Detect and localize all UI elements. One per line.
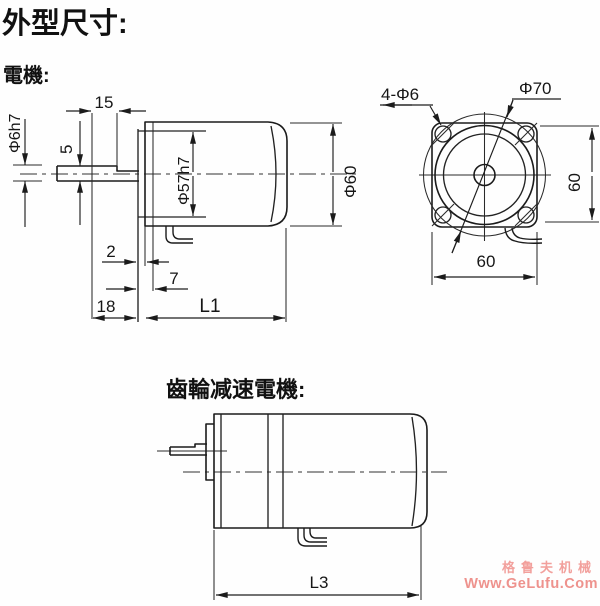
mounting-flange-outline: [431, 122, 538, 228]
body-circle: [434, 124, 535, 226]
mounting-holes: [431, 122, 538, 227]
dim-bolt-circle: Φ70: [519, 79, 551, 98]
section-label-motor: 電機:: [3, 64, 50, 87]
dim-body-diameter: Φ60: [341, 166, 360, 198]
watermark: 格鲁夫机械 Www.GeLufu.Com: [464, 560, 598, 592]
dim-total-length: L3: [310, 573, 329, 592]
dim-body-length: L1: [199, 296, 220, 317]
watermark-site: Www.GeLufu.Com: [464, 576, 598, 592]
dim-flat-height: 5: [57, 145, 76, 154]
lead-wire-front: [504, 227, 543, 244]
gear-motor-body-outline: [213, 413, 428, 529]
page-title: 外型尺寸:: [2, 7, 128, 40]
dim-flange-width: 60: [477, 252, 496, 271]
dim-mounting-holes: 4-Φ6: [381, 85, 419, 104]
dim-flat-length: 15: [95, 93, 114, 112]
dim-spigot-depth: 2: [106, 242, 115, 261]
end-cap-seam: [411, 416, 418, 527]
dim-spigot-diameter: Φ57h7: [176, 157, 193, 205]
shaft-hole: [473, 163, 496, 187]
motor-body-outline: [144, 121, 288, 227]
dim-shaft-length: 18: [97, 297, 116, 316]
output-boss: [205, 423, 214, 481]
lead-wire: [165, 226, 193, 244]
watermark-brand: 格鲁夫机械: [502, 560, 597, 575]
motor-side-view: 15 Φ6h7 5 Φ57h7 Φ60 2 7 18 L1: [7, 93, 360, 322]
lead-wire-gear: [297, 528, 327, 547]
motor-front-view: Φ70 4-Φ6 60 60: [380, 79, 599, 285]
dim-front-boss: 7: [169, 269, 178, 288]
section-label-gear-motor: 齒輪减速電機:: [166, 377, 305, 402]
gear-motor-side-view: L3: [157, 413, 447, 600]
bolt-circle-dim-line: [451, 99, 514, 254]
end-cap-seam: [270, 125, 277, 223]
bolt-circle: [422, 113, 547, 237]
dim-shaft-diameter: Φ6h7: [7, 113, 24, 153]
gear-shaft-outline: [169, 443, 207, 456]
inner-circle: [442, 133, 527, 217]
dim-flange-height: 60: [565, 173, 584, 192]
